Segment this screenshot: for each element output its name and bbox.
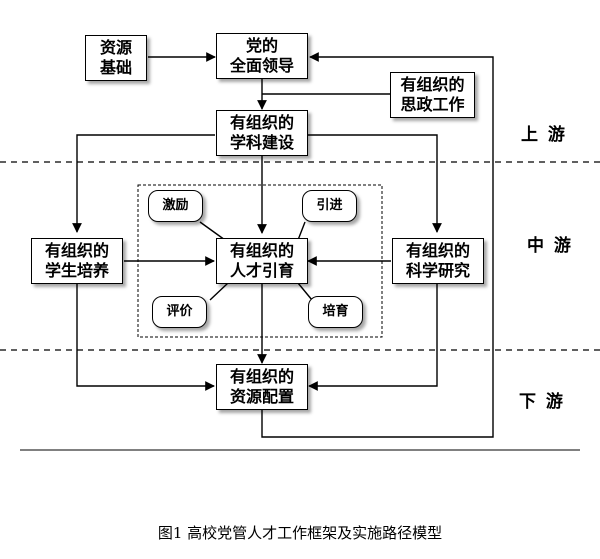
evaluation-label: 评价 [166,304,193,319]
talent-attraction-node: 有组织的 人才引育 [216,238,308,284]
evaluation-node: 评价 [152,296,207,328]
scientific-research-node: 有组织的 科学研究 [392,238,484,284]
link-evaluation [209,282,229,301]
talent-attraction-line1: 有组织的 [229,241,294,260]
party-leadership-line2: 全面领导 [229,56,294,75]
discipline-building-node: 有组织的 学科建设 [216,110,308,156]
figure-caption: 图1 高校党管人才工作框架及实施路径模型 [157,524,443,542]
resource-base-line1: 资源 [99,38,132,57]
cultivation-node: 培育 [308,296,363,328]
link-cultivation [297,282,313,301]
zone-upstream-label: 上 游 [521,125,567,145]
link-introduction [297,221,306,241]
discipline-building-line1: 有组织的 [229,113,294,132]
student-training-line1: 有组织的 [44,241,109,260]
introduction-label: 引进 [316,198,343,213]
resource-allocation-node: 有组织的 资源配置 [216,364,308,410]
introduction-node: 引进 [302,190,357,222]
arrow-discipline-to-student [72,134,215,233]
incentive-label: 激励 [162,198,189,213]
incentive-node: 激励 [148,190,203,222]
arrow-student-to-allocation [76,284,215,391]
zone-downstream-label: 下 游 [519,392,565,412]
ideological-work-line1: 有组织的 [400,75,465,94]
resource-base-line2: 基础 [99,58,132,77]
arrow-allocation-feedback-to-party [261,52,494,438]
scientific-research-line1: 有组织的 [405,241,470,260]
zone-midstream-label: 中 游 [527,236,573,256]
student-training-line2: 学生培养 [44,261,109,280]
talent-attraction-line2: 人才引育 [229,261,294,280]
ideological-work-node: 有组织的 思政工作 [390,72,475,118]
ideological-work-line2: 思政工作 [400,95,465,114]
discipline-building-line2: 学科建设 [229,133,294,152]
resource-allocation-line2: 资源配置 [229,387,294,406]
link-incentive [199,221,226,241]
party-leadership-line1: 党的 [245,36,278,55]
arrow-research-to-allocation [308,284,438,391]
scientific-research-line2: 科学研究 [405,261,470,280]
party-leadership-node: 党的 全面领导 [216,33,308,79]
cultivation-label: 培育 [322,304,349,319]
resource-allocation-line1: 有组织的 [229,367,294,386]
resource-base-node: 资源 基础 [85,35,147,81]
student-training-node: 有组织的 学生培养 [31,238,123,284]
arrow-discipline-to-research [307,134,442,233]
